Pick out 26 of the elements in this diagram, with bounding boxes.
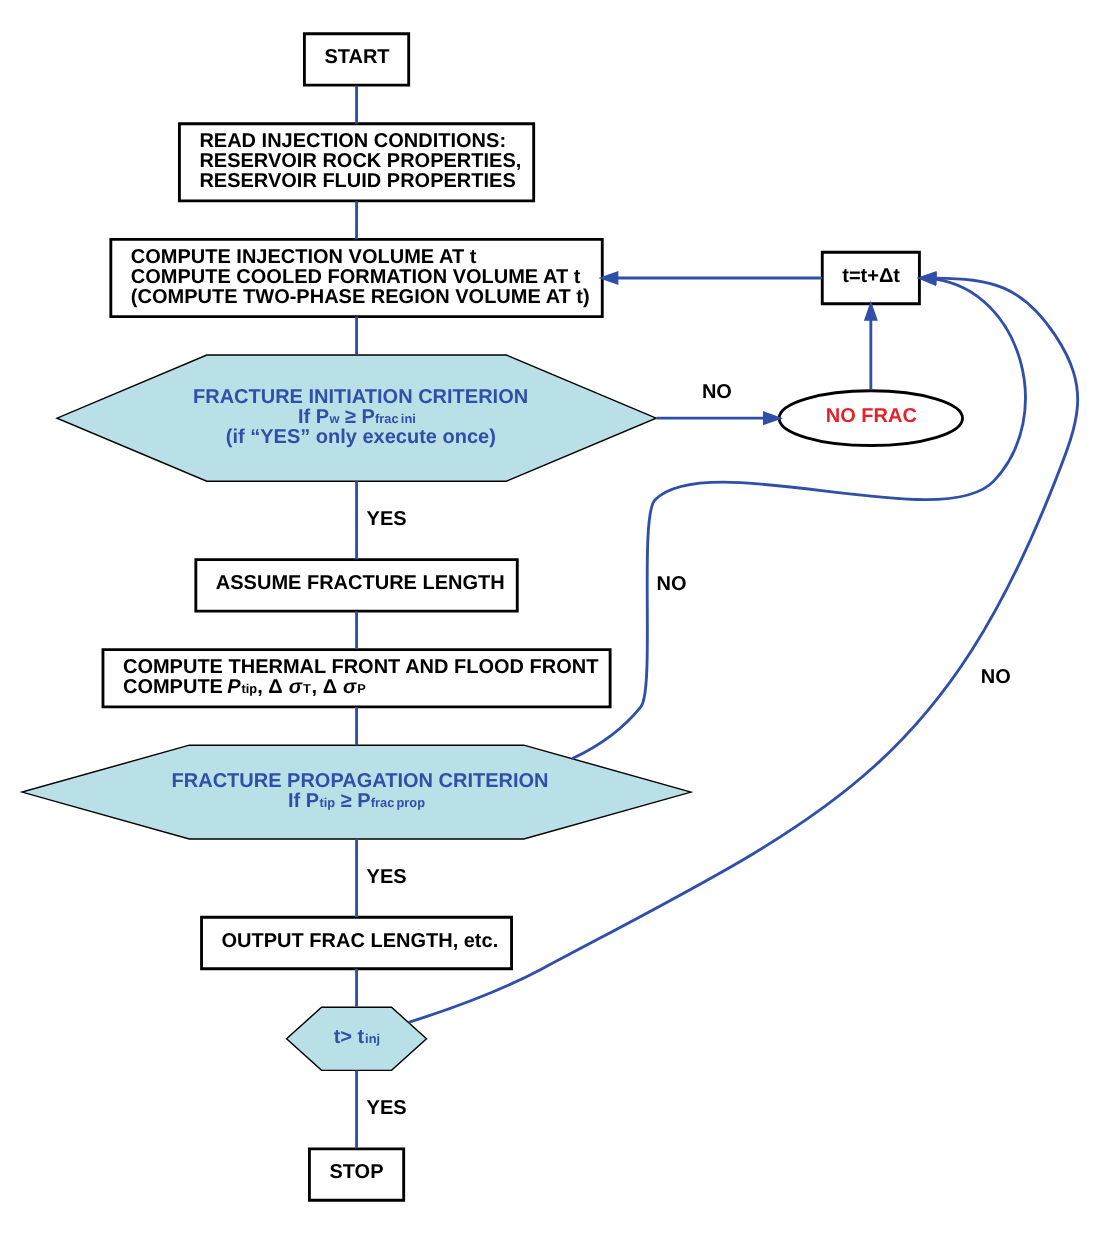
connector [355, 707, 358, 746]
edge-label: NO [980, 666, 1011, 689]
connector [355, 201, 358, 240]
connector [355, 85, 358, 124]
edge-label: YES [366, 866, 407, 889]
connector [355, 838, 358, 918]
connector [355, 316, 358, 355]
arrow [863, 300, 878, 390]
node-box: START [302, 32, 411, 87]
arrow [598, 271, 823, 285]
node-box: READ INJECTION CONDITIONS: RESERVOIR ROCK PROPERTIES, RESERVOIR FLUID PROPERTIES [177, 122, 536, 203]
edge-label: YES [366, 508, 407, 531]
edge-label: NO [701, 381, 732, 404]
connector [355, 1070, 358, 1149]
edge-label: YES [366, 1098, 407, 1121]
edge-label: NO [656, 573, 687, 596]
connector [355, 611, 358, 650]
connector [355, 481, 358, 560]
connector [355, 968, 358, 1007]
node-ellipse: NO FRAC [777, 389, 964, 447]
node-box: ASSUME FRACTURE LENGTH [194, 558, 519, 613]
arrow [656, 411, 783, 426]
node-box: STOP [307, 1147, 406, 1202]
node-box: OUTPUT FRAC LENGTH, etc. [200, 915, 513, 971]
node-box: COMPUTE INJECTION VOLUME AT t COMPUTE COOLED FORMATION VOLUME AT t (COMPUTE TWO-PHASE REGION VOLUME AT t) [109, 238, 604, 318]
node-box: t=t+Δt [820, 250, 921, 306]
